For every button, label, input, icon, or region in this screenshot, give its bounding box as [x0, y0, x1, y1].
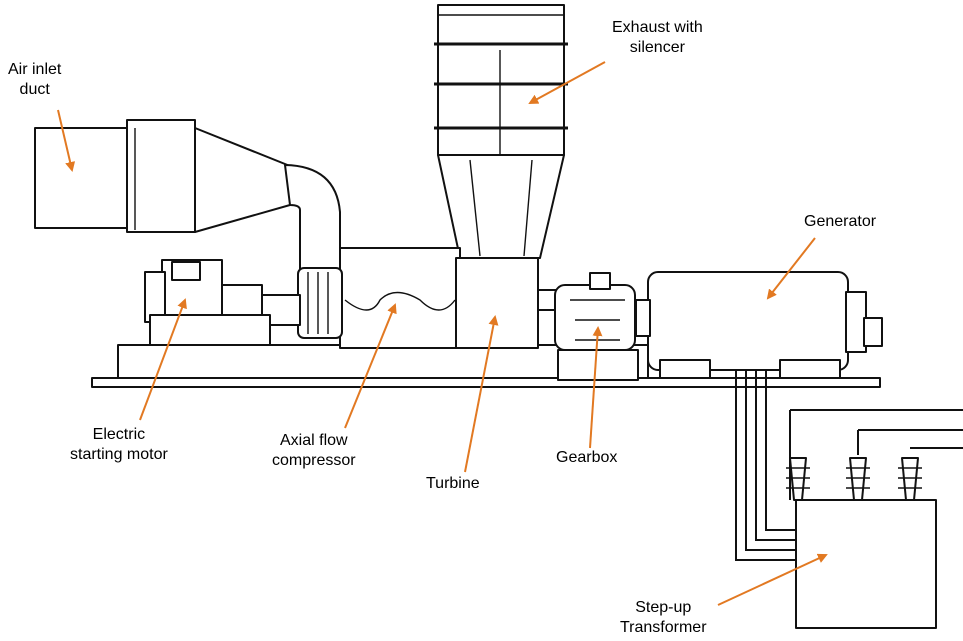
bushing-3: [898, 457, 922, 501]
exhaust-silencer: [434, 4, 568, 259]
gearbox: [537, 272, 639, 381]
arrow-air-inlet: [57, 109, 76, 172]
callout-arrows: [57, 61, 828, 606]
arrow-exhaust: [528, 61, 606, 104]
label-turbine: Turbine: [426, 475, 480, 492]
arrow-generator: [766, 237, 816, 300]
arrow-compressor: [344, 303, 397, 429]
arrow-turbine: [464, 315, 499, 473]
arrow-transformer: [717, 553, 828, 606]
arrow-electric-motor: [139, 298, 187, 421]
transformer-cables: [735, 370, 963, 561]
electric-starting-motor: [144, 259, 301, 346]
step-up-transformer: [786, 457, 937, 629]
arrow-gearbox: [589, 326, 603, 449]
bushing-1: [786, 457, 810, 501]
bushing-2: [846, 457, 870, 501]
generator: [635, 271, 883, 379]
label-generator: Generator: [804, 213, 877, 230]
label-gearbox: Gearbox: [556, 449, 618, 466]
